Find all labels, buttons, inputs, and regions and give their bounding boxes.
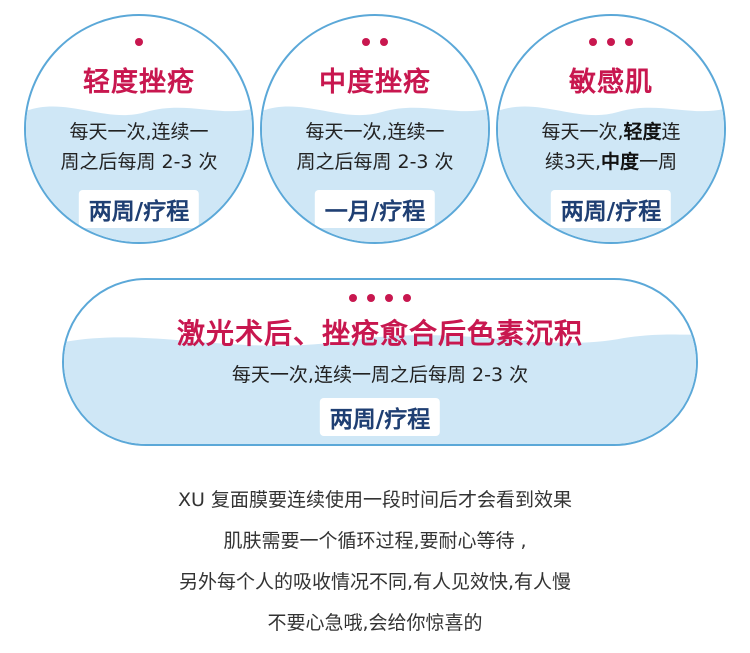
severity-dots <box>498 38 724 46</box>
severity-dots <box>262 38 488 46</box>
card-title: 中度挫疮 <box>319 67 431 98</box>
desc-text: 续3天, <box>544 151 602 173</box>
card-description: 每天一次,连续一周之后每周 2-3 次 <box>231 364 529 386</box>
course-badge: 两周/疗程 <box>78 190 200 228</box>
course-card-sensitive-skin: 敏感肌 每天一次,轻度连 续3天,中度一周 两周/疗程 <box>496 14 726 244</box>
card-description-line: 续3天,中度一周 <box>498 147 724 177</box>
severity-dot <box>625 38 633 46</box>
usage-note-line: 肌肤需要一个循环过程,要耐心等待 , <box>223 530 527 552</box>
course-card-moderate-acne: 中度挫疮 每天一次,连续一 周之后每周 2-3 次 一月/疗程 <box>260 14 490 244</box>
severity-dot <box>362 38 370 46</box>
card-description: 每天一次,轻度连 续3天,中度一周 <box>498 117 724 177</box>
card-description-line: 周之后每周 2-3 次 <box>296 151 454 173</box>
desc-text: 连 <box>661 121 681 143</box>
severity-dots <box>26 38 252 46</box>
desc-emphasis: 中度 <box>601 151 640 173</box>
severity-dot <box>385 294 393 302</box>
course-card-post-laser: 激光术后、挫疮愈合后色素沉积 每天一次,连续一周之后每周 2-3 次 两周/疗程 <box>62 278 698 446</box>
card-description: 每天一次,连续一 周之后每周 2-3 次 <box>26 117 252 177</box>
usage-note-line: XU 复面膜要连续使用一段时间后才会看到效果 <box>178 489 572 511</box>
desc-text: 一周 <box>639 151 678 173</box>
severity-dot <box>589 38 597 46</box>
severity-dots <box>64 294 696 302</box>
severity-dot <box>607 38 615 46</box>
course-badge: 两周/疗程 <box>550 190 672 228</box>
card-title: 敏感肌 <box>569 67 653 98</box>
severity-dot <box>349 294 357 302</box>
usage-note: XU 复面膜要连续使用一段时间后才会看到效果 肌肤需要一个循环过程,要耐心等待 … <box>0 480 750 644</box>
severity-dot <box>403 294 411 302</box>
desc-emphasis: 轻度 <box>623 121 662 143</box>
usage-note-line: 不要心急哦,会给你惊喜的 <box>267 612 483 634</box>
water-wave <box>64 334 696 444</box>
desc-text: 每天一次, <box>541 121 624 143</box>
severity-dot <box>380 38 388 46</box>
severity-dot <box>135 38 143 46</box>
card-description-line: 每天一次,轻度连 <box>498 117 724 147</box>
card-title: 轻度挫疮 <box>83 67 195 98</box>
course-badge: 一月/疗程 <box>314 190 436 228</box>
card-description-line: 每天一次,连续一 <box>69 121 209 143</box>
card-description: 每天一次,连续一 周之后每周 2-3 次 <box>262 117 488 177</box>
course-card-mild-acne: 轻度挫疮 每天一次,连续一 周之后每周 2-3 次 两周/疗程 <box>24 14 254 244</box>
card-title: 激光术后、挫疮愈合后色素沉积 <box>176 317 583 350</box>
severity-dot <box>367 294 375 302</box>
usage-note-line: 另外每个人的吸收情况不同,有人见效快,有人慢 <box>178 571 572 593</box>
card-description-line: 周之后每周 2-3 次 <box>60 151 218 173</box>
course-badge: 两周/疗程 <box>319 398 441 436</box>
card-description-line: 每天一次,连续一 <box>305 121 445 143</box>
